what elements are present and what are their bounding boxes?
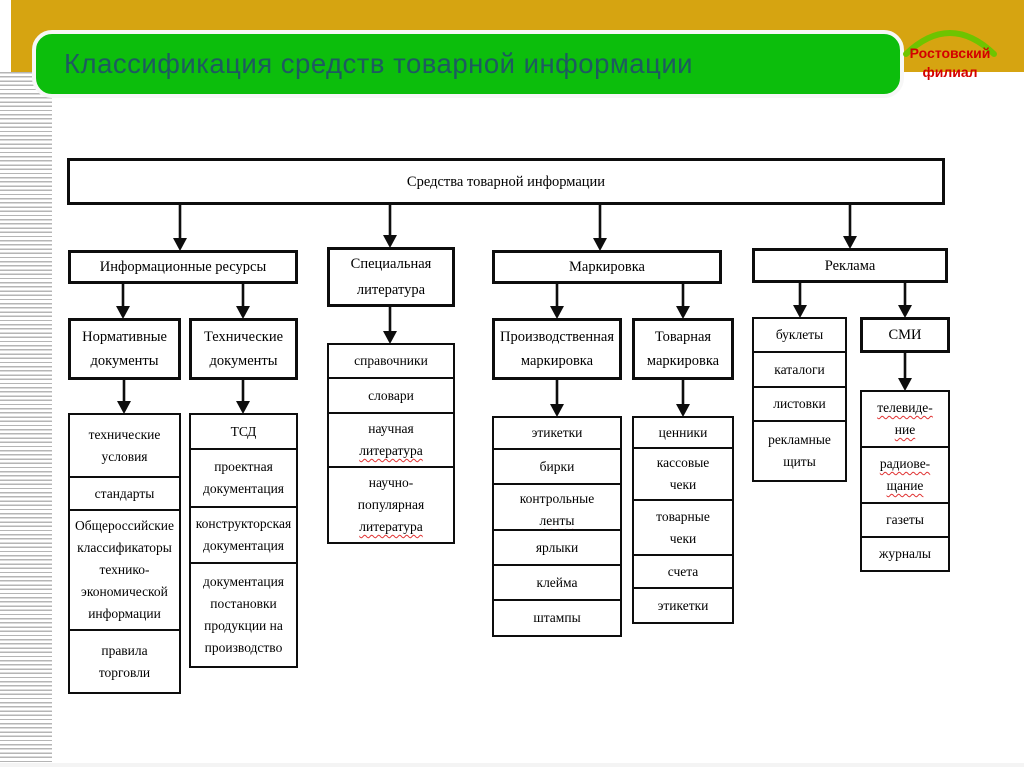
branch-name-line2: филиал	[922, 64, 978, 80]
node-trade-marking: Товарная маркировка	[632, 318, 734, 380]
stack-item: словари	[327, 377, 455, 414]
arc-icon	[903, 30, 997, 57]
stack-item: научная литература	[327, 412, 455, 468]
stack-item: журналы	[860, 536, 950, 572]
stack-item: штампы	[492, 599, 622, 637]
stack-item: конструкторская документация	[189, 506, 298, 564]
node-special-literature: Специальная литература	[327, 247, 455, 307]
stack-item-misspelled: телевиде- ние	[860, 390, 950, 448]
node-root: Средства товарной информации	[67, 158, 945, 205]
stack-item: рекламные щиты	[752, 420, 847, 482]
slide-title-box: Классификация средств товарной информаци…	[32, 30, 904, 98]
stack-item: этикетки	[632, 587, 734, 624]
stack-item: листовки	[752, 386, 847, 422]
stack-item: бирки	[492, 448, 622, 485]
page-title: Классификация средств товарной информаци…	[64, 48, 694, 79]
stack-production-marking: этикетки бирки контрольные ленты ярлыки …	[492, 416, 622, 637]
node-marking: Маркировка	[492, 250, 722, 284]
stack-item: товарные чеки	[632, 499, 734, 556]
stack-item: каталоги	[752, 351, 847, 388]
branch-name-line1: Ростовский	[909, 45, 991, 61]
node-normative-docs: Нормативные документы	[68, 318, 181, 380]
stack-item: научно- популярная литература	[327, 466, 455, 544]
stack-item: контрольные ленты	[492, 483, 622, 531]
stack-smi: телевиде- ние радиове- щание газеты журн…	[860, 390, 950, 572]
stack-technical: ТСД проектная документация конструкторск…	[189, 413, 298, 668]
stack-item: газеты	[860, 502, 950, 538]
node-production-marking: Производственная маркировка	[492, 318, 622, 380]
stack-item-text: контрольные	[519, 491, 595, 506]
node-info-resources: Информационные ресурсы	[68, 250, 298, 284]
branch-label-block: Ростовский филиал	[890, 10, 1010, 82]
stack-item-misspelled: радиове- щание	[860, 446, 950, 504]
stack-item: буклеты	[752, 317, 847, 353]
stack-item: счета	[632, 554, 734, 589]
stack-item: документация постановки продукции на про…	[189, 562, 298, 668]
stack-special-literature: справочники словари научная литература н…	[327, 343, 455, 544]
stack-item-text: научно- популярная	[357, 475, 425, 512]
node-technical-docs: Технические документы	[189, 318, 298, 380]
node-advertising: Реклама	[752, 248, 948, 283]
stack-advertising-print: буклеты каталоги листовки рекламные щиты	[752, 317, 847, 482]
stack-item: стандарты	[68, 476, 181, 511]
stack-normative: технические условия стандарты Общероссий…	[68, 413, 181, 694]
stack-item-text-misspelled: литература	[359, 443, 423, 458]
stack-item: этикетки	[492, 416, 622, 450]
stack-item: кассовые чеки	[632, 447, 734, 501]
stack-item: правила торговли	[68, 629, 181, 694]
stack-item-text-misspelled: литература	[359, 519, 423, 534]
stack-item: справочники	[327, 343, 455, 379]
stack-item: проектная документация	[189, 448, 298, 508]
node-smi: СМИ	[860, 317, 950, 353]
stack-trade-marking: ценники кассовые чеки товарные чеки счет…	[632, 416, 734, 624]
stack-item: ценники	[632, 416, 734, 449]
stack-item-text: научная	[368, 421, 414, 436]
left-stripe-decoration	[0, 72, 52, 767]
stack-item: Общероссийские классификаторы технико- э…	[68, 509, 181, 631]
bottom-divider	[0, 763, 1024, 767]
stack-item-text-misspelled: ленты	[539, 513, 575, 528]
stack-item: технические условия	[68, 413, 181, 478]
stack-item: ярлыки	[492, 529, 622, 566]
stack-item: ТСД	[189, 413, 298, 450]
stack-item: клейма	[492, 564, 622, 601]
